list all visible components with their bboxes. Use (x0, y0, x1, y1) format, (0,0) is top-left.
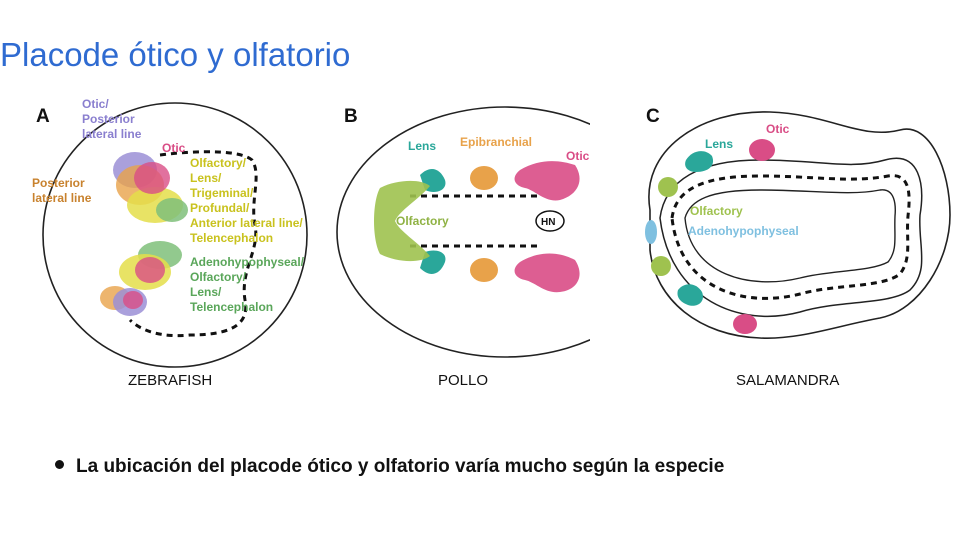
panel-b-label-otic: Otic (566, 149, 590, 163)
panel-a-pink-lower (135, 257, 165, 283)
caption-pollo: POLLO (438, 372, 489, 389)
bullet-dot-icon (55, 460, 64, 470)
panel-c-otic-upper (749, 139, 775, 161)
slide-title: Placode ótico y olfatorio (0, 36, 351, 73)
panel-c-brain-inner (684, 189, 896, 283)
panel-a-pink-upper (134, 162, 170, 194)
panel-c-label-olfactory: Olfactory (690, 204, 743, 218)
panel-a-embryo-outline (42, 102, 308, 368)
caption-zebrafish: ZEBRAFISH (128, 372, 213, 389)
panel-c-label-lens: Lens (705, 137, 733, 151)
panel-a-label-posterior-lateral: Posterior lateral line (32, 176, 92, 205)
panel-c-label-otic: Otic (766, 122, 790, 136)
panel-b-otic-upper (514, 161, 580, 201)
panel-b-label-hn: HN (541, 217, 555, 228)
panel-b-epibranchial-upper (470, 166, 498, 190)
panel-a-label-olfactory-group: Olfactory/ Lens/ Trigeminal/ Profundal/ … (190, 156, 306, 245)
panel-c-olive-upper (658, 177, 678, 197)
panel-b-epibranchial-lower (470, 258, 498, 282)
panel-c-letter: C (646, 106, 660, 127)
panel-a-pink-lower-small (123, 291, 143, 309)
panel-c-lens-upper (685, 151, 714, 172)
panel-a-label-otic: Otic (162, 141, 186, 155)
panel-b-otic-lower (514, 253, 580, 293)
panel-c-neural-dashed (670, 174, 911, 300)
panel-b-letter: B (344, 106, 358, 127)
panel-b-hn-node (535, 210, 565, 232)
panel-c-label-adenohypophyseal: Adenohypophyseal (688, 224, 799, 238)
panel-a-label-otic-posterior: Otic/ Posterior lateral line (82, 97, 142, 141)
bullet-point: La ubicación del placode ótico y olfator… (55, 456, 724, 478)
panel-c-lens-lower (677, 284, 703, 306)
panel-c-olive-lower (651, 256, 671, 276)
panel-a-letter: A (36, 106, 50, 127)
panel-a: A Otic/ Posterior lateral line Otic Post… (32, 97, 308, 368)
panel-b-label-lens: Lens (408, 139, 436, 153)
panel-c-embryo-outline (648, 111, 951, 339)
panel-b-embryo-outline (336, 106, 590, 358)
panel-c-blue (645, 220, 657, 244)
panel-a-green-upper (156, 198, 188, 222)
panel-b: B HN Lens Epibranchial Otic Olfactory (336, 106, 590, 358)
panel-a-label-adeno-group: Adenohypophyseal/ Olfactory/ Lens/ Telen… (190, 255, 307, 314)
caption-salamandra: SALAMANDRA (736, 372, 840, 389)
panel-b-label-olfactory: Olfactory (396, 214, 449, 228)
panel-c-otic-lower (733, 314, 757, 334)
panel-b-label-epibranchial: Epibranchial (460, 135, 532, 149)
panel-b-olfactory-arc (374, 180, 430, 262)
bullet-text: La ubicación del placode ótico y olfator… (76, 456, 725, 477)
panel-c: C Lens Otic Olfactory Adenohypophyseal (645, 106, 951, 339)
